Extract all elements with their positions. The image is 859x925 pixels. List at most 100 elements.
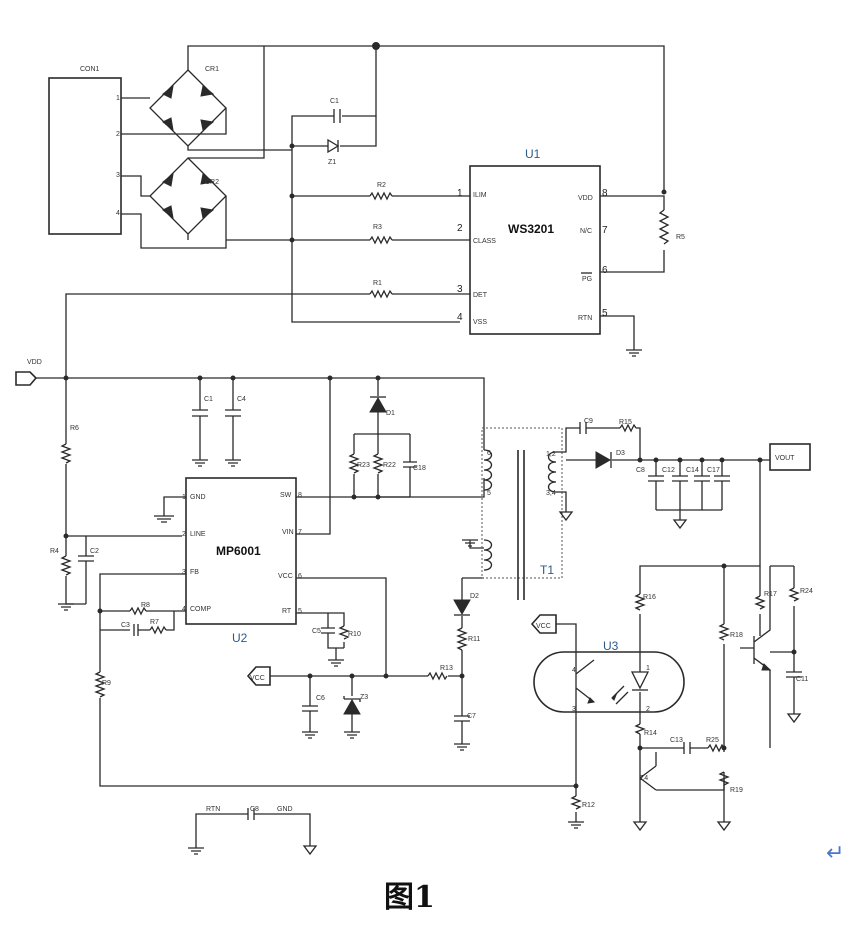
u1-pin5-num: 5 [602,308,608,319]
u3-pin2: 2 [646,706,650,713]
con1-pin-2: 2 [116,131,120,138]
u2-pin4-name: COMP [190,606,211,613]
vout-label: VOUT [775,455,795,462]
c9-label: C9 [584,418,593,425]
r1-label: R1 [373,280,382,287]
c1-label: C1 [330,98,339,105]
c12-label: C12 [662,467,675,474]
c18-label: C18 [413,465,426,472]
c4-label: C4 [237,396,246,403]
vout-connector [769,443,811,471]
t1-pin5: 5 [487,490,491,497]
rtn-label: RTN [206,806,220,813]
r2-label: R2 [377,182,386,189]
r7-label: R7 [150,619,159,626]
figure-caption: 图1 [384,880,435,915]
r4-label: R4 [50,548,59,555]
r6-label: R6 [70,425,79,432]
t1-pin12: 1,2 [546,451,556,458]
con1-pin-3: 3 [116,172,120,179]
r19-label: R19 [730,787,743,794]
cr1-label: CR1 [205,66,219,73]
u1-pin6-name: PG [582,276,592,283]
u2-pin6-name: VCC [278,573,293,580]
c1b-label: C1 [204,396,213,403]
c3-label: C3 [121,622,130,629]
u2-pin2-num: 2 [182,531,186,538]
r16-label: R16 [643,594,656,601]
u1-chip [469,165,601,335]
u2-name: MP6001 [216,544,261,558]
u2-pin2-name: LINE [190,531,206,538]
r13-label: R13 [440,665,453,672]
u3-pin1: 1 [646,665,650,672]
u1-pin2-num: 2 [457,223,463,234]
r24-label: R24 [800,588,813,595]
u2-pin1-name: GND [190,494,206,501]
con1-pin-4: 4 [116,210,120,217]
u2-pin6-num: 6 [298,573,302,580]
r18-label: R18 [730,632,743,639]
u2-pin4-num: 4 [182,606,186,613]
u1-pin3-num: 3 [457,284,463,295]
transformer-t1 [483,449,557,600]
c13-label: C13 [670,737,683,744]
c5-label: C5 [312,628,321,635]
r5-label: R5 [676,234,685,241]
r14-label: R14 [644,730,657,737]
c14-label: C14 [686,467,699,474]
vcc-right-label: VCC [536,623,551,630]
z1-label: Z1 [328,159,336,166]
c6-label: C6 [316,695,325,702]
r23-label: R23 [357,462,370,469]
z3-label: Z3 [360,694,368,701]
transformer-t1-boundary [481,427,563,579]
u1-ref: U1 [525,147,541,161]
u3-pin3: 3 [572,706,576,713]
u1-pin8-name: VDD [578,195,593,202]
u1-pin5-name: RTN [578,315,592,322]
r3-label: R3 [373,224,382,231]
r10-label: R10 [348,631,361,638]
u3-optocoupler [533,651,685,713]
r9-label: R9 [102,680,111,687]
u2-pin5-num: 5 [298,608,302,615]
c8-label: C8 [250,806,259,813]
d3-label: D3 [616,450,625,457]
r22-label: R22 [383,462,396,469]
c11-label: C11 [796,676,808,683]
u1-pin4-num: 4 [457,312,463,323]
c2-label: C2 [90,548,99,555]
u1-pin1-num: 1 [457,188,463,199]
c7-label: C7 [467,713,476,720]
u2-pin8-name: SW [280,492,292,499]
u1-pin3-name: DET [473,292,488,299]
r8-label: R8 [141,602,150,609]
u1-pin6-num: 6 [602,265,608,276]
u1-pin8-num: 8 [602,188,608,199]
u3-ref: U3 [603,639,619,653]
con1-connector [48,77,122,235]
u3-pin4: 4 [572,667,576,674]
u2-ref: U2 [232,631,248,645]
vdd-label: VDD [27,359,42,366]
vdd-port [15,371,38,386]
u1-pin2-name: CLASS [473,238,496,245]
u1-pin1-name: ILIM [473,192,487,199]
gnd-label: GND [277,806,293,813]
u2-pin3-num: 3 [182,569,186,576]
con1-pin-1: 1 [116,95,120,102]
t1-ref: T1 [540,563,554,577]
u1-name: WS3201 [508,222,554,236]
t1-pin6: 6 [487,450,491,457]
u2-pin7-num: 7 [298,529,302,536]
c8b-label: C8 [636,467,645,474]
c17-label: C17 [707,467,720,474]
cr2-label: CR2 [205,179,219,186]
u1-pin7-num: 7 [602,225,608,236]
bridge-cr2 [149,157,227,235]
r11-label: R11 [468,636,480,643]
r25-label: R25 [706,737,719,744]
d1-label: D1 [386,410,395,417]
